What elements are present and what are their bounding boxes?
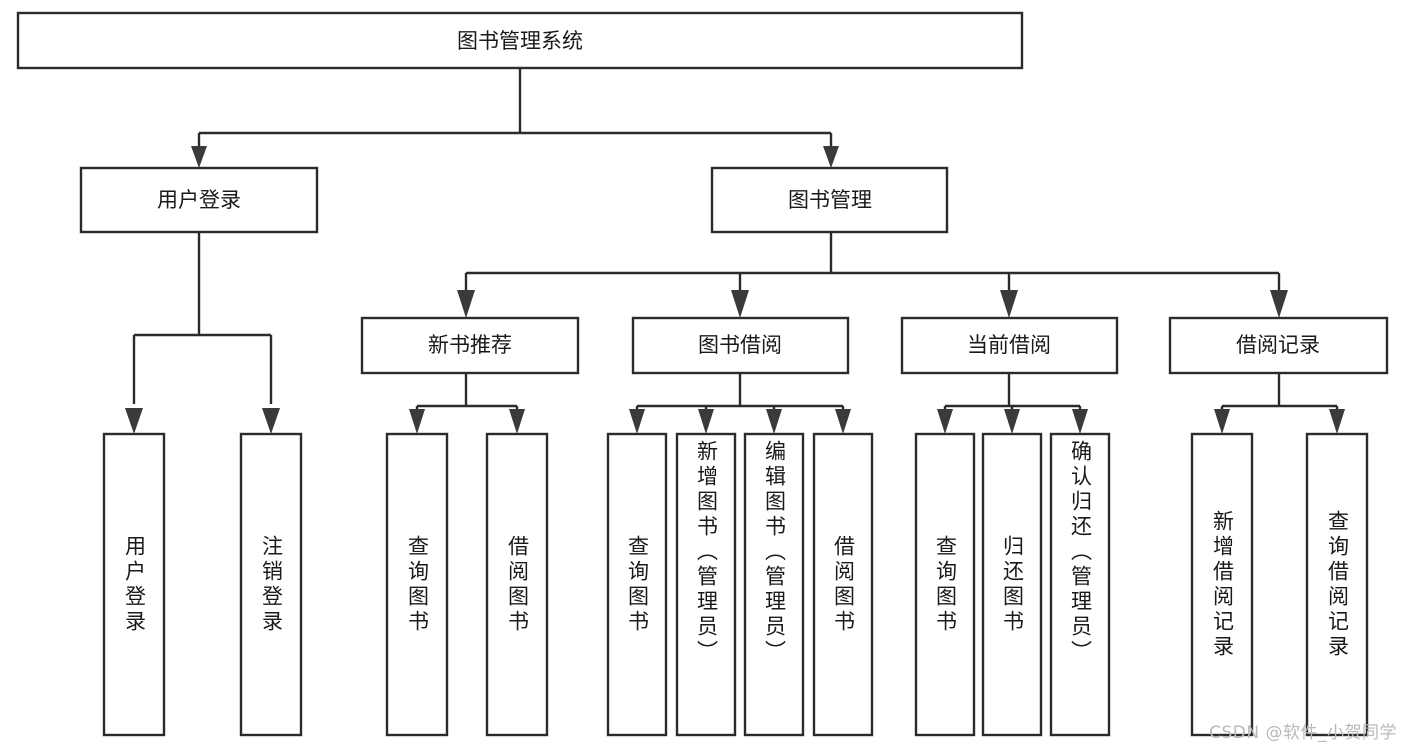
connector-current-borrow-to-leaves	[937, 373, 1088, 434]
node-new-book-recommend[interactable]	[360, 316, 580, 375]
arrow-head-icon	[937, 409, 953, 434]
arrow-head-icon	[1072, 409, 1088, 434]
node-user-login-label: 用户登录	[157, 188, 241, 212]
node-leaf-recommend-query-book[interactable]	[385, 432, 449, 737]
arrow-head-icon	[1329, 409, 1345, 434]
node-book-borrow-label: 图书借阅	[698, 333, 782, 357]
arrow-head-icon	[1214, 409, 1230, 434]
connector-root-to-level2	[191, 68, 839, 168]
node-current-borrow[interactable]	[900, 316, 1119, 375]
arrow-head-icon	[191, 146, 207, 168]
node-borrow-records[interactable]	[1168, 316, 1389, 375]
node-leaf-current-return-book[interactable]	[981, 432, 1043, 737]
node-leaf-current-query-book[interactable]	[914, 432, 976, 737]
node-root-book-management-system[interactable]	[16, 11, 1024, 70]
arrow-head-icon	[262, 408, 280, 434]
arrow-head-icon	[125, 408, 143, 434]
node-leaf-user-login-login[interactable]	[102, 432, 166, 737]
arrow-head-icon	[509, 409, 525, 434]
arrow-head-icon	[1270, 290, 1288, 318]
node-book-management-label: 图书管理	[788, 188, 872, 212]
node-leaf-borrow-query-book[interactable]	[606, 432, 668, 737]
node-user-login[interactable]	[79, 166, 319, 234]
connector-new-book-recommend-to-leaves	[409, 373, 525, 434]
node-leaf-current-confirm-return-admin[interactable]	[1049, 432, 1111, 737]
node-leaf-recommend-borrow-book[interactable]	[485, 432, 549, 737]
csdn-watermark: CSDN @软件_小贺同学	[1209, 723, 1397, 743]
node-book-management[interactable]	[710, 166, 949, 234]
arrow-head-icon	[698, 409, 714, 434]
node-leaf-records-query-record[interactable]	[1305, 432, 1369, 737]
arrow-head-icon	[1000, 290, 1018, 318]
node-book-borrow[interactable]	[631, 316, 850, 375]
node-leaf-borrow-add-book-admin[interactable]	[675, 432, 737, 737]
node-leaf-user-login-logout[interactable]	[239, 432, 303, 737]
arrow-head-icon	[409, 409, 425, 434]
node-current-borrow-label: 当前借阅	[967, 333, 1051, 357]
arrow-head-icon	[823, 146, 839, 168]
node-borrow-records-label: 借阅记录	[1236, 333, 1320, 357]
node-leaf-borrow-borrow-book[interactable]	[812, 432, 874, 737]
connector-user-login-to-leaves	[125, 232, 280, 434]
node-root-label: 图书管理系统	[457, 29, 583, 53]
node-new-book-recommend-label: 新书推荐	[428, 333, 512, 357]
connector-book-borrow-to-leaves	[629, 373, 851, 434]
arrow-head-icon	[629, 409, 645, 434]
node-leaf-records-add-record[interactable]	[1190, 432, 1254, 737]
arrow-head-icon	[731, 290, 749, 318]
arrow-head-icon	[457, 290, 475, 318]
connector-borrow-records-to-leaves	[1214, 373, 1345, 434]
connector-book-management-to-level3	[457, 232, 1288, 318]
arrow-head-icon	[766, 409, 782, 434]
node-leaf-borrow-edit-book-admin[interactable]	[743, 432, 805, 737]
arrow-head-icon	[1004, 409, 1020, 434]
arrow-head-icon	[835, 409, 851, 434]
